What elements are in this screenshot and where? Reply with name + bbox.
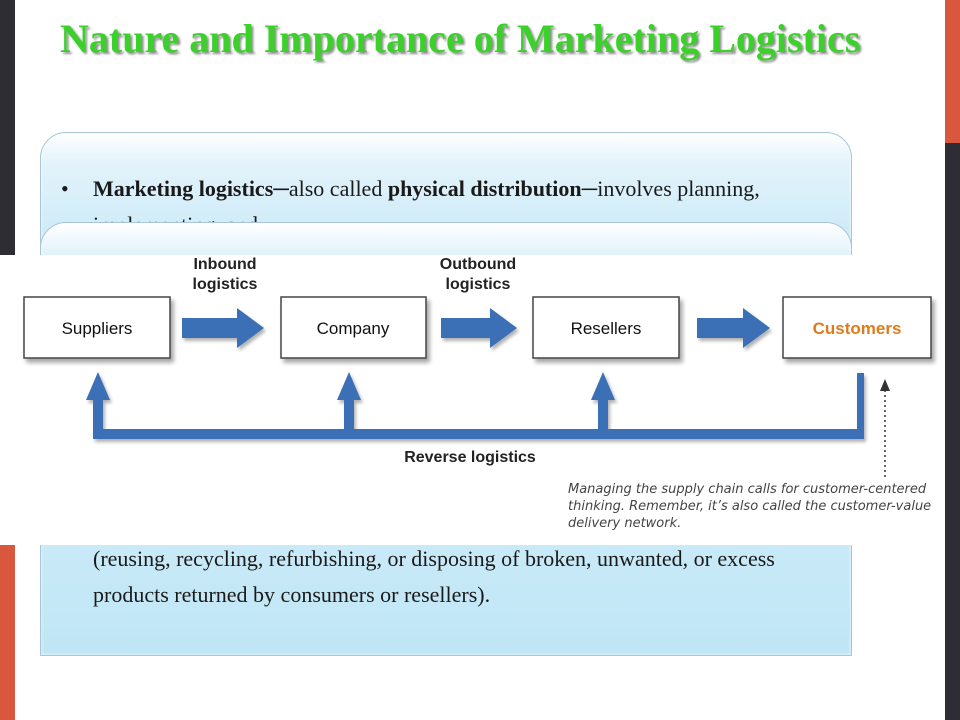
supply-chain-note: Managing the supply chain calls for cust…	[568, 482, 932, 531]
definition-text: also called	[288, 176, 388, 201]
box-company: Company	[280, 296, 427, 359]
box-label: Resellers	[571, 319, 642, 338]
outbound-label-line2: logistics	[446, 276, 511, 293]
dash: ─	[273, 176, 289, 201]
inbound-label-line2: logistics	[193, 276, 258, 293]
outbound-label-line1: Outbound	[440, 256, 516, 273]
box-label: Company	[317, 319, 390, 338]
reverse-logistics-text: (reusing, recycling, refurbishing, or di…	[93, 546, 775, 607]
right-decor-bar-red	[945, 0, 960, 143]
dotted-pointer-arrow	[880, 379, 890, 477]
inbound-label-line1: Inbound	[193, 256, 256, 273]
forward-arrow-1	[182, 308, 264, 348]
box-suppliers: Suppliers	[23, 296, 171, 359]
left-decor-bar-red	[0, 510, 15, 720]
forward-arrow-2	[441, 308, 517, 348]
right-decor-bar-dark	[945, 143, 960, 720]
slide-title: Nature and Importance of Marketing Logis…	[60, 16, 861, 61]
forward-arrow-3	[697, 308, 770, 348]
supply-chain-svg: Suppliers Company Resellers Customers In…	[23, 256, 932, 477]
supply-chain-diagram: Suppliers Company Resellers Customers In…	[0, 255, 945, 545]
reverse-logistics-arrows	[86, 372, 864, 439]
reverse-logistics-label: Reverse logistics	[404, 449, 536, 466]
box-customers: Customers	[782, 296, 932, 359]
box-label: Customers	[813, 319, 902, 338]
bullet-dot: •	[61, 176, 69, 201]
term-marketing-logistics: Marketing logistics	[93, 176, 274, 201]
dash: ─	[581, 176, 598, 201]
box-resellers: Resellers	[532, 296, 680, 359]
term-physical-distribution: physical distribution	[387, 176, 582, 201]
definition-bullet: • Marketing logistics─also called physic…	[61, 171, 793, 243]
box-label: Suppliers	[62, 319, 133, 338]
